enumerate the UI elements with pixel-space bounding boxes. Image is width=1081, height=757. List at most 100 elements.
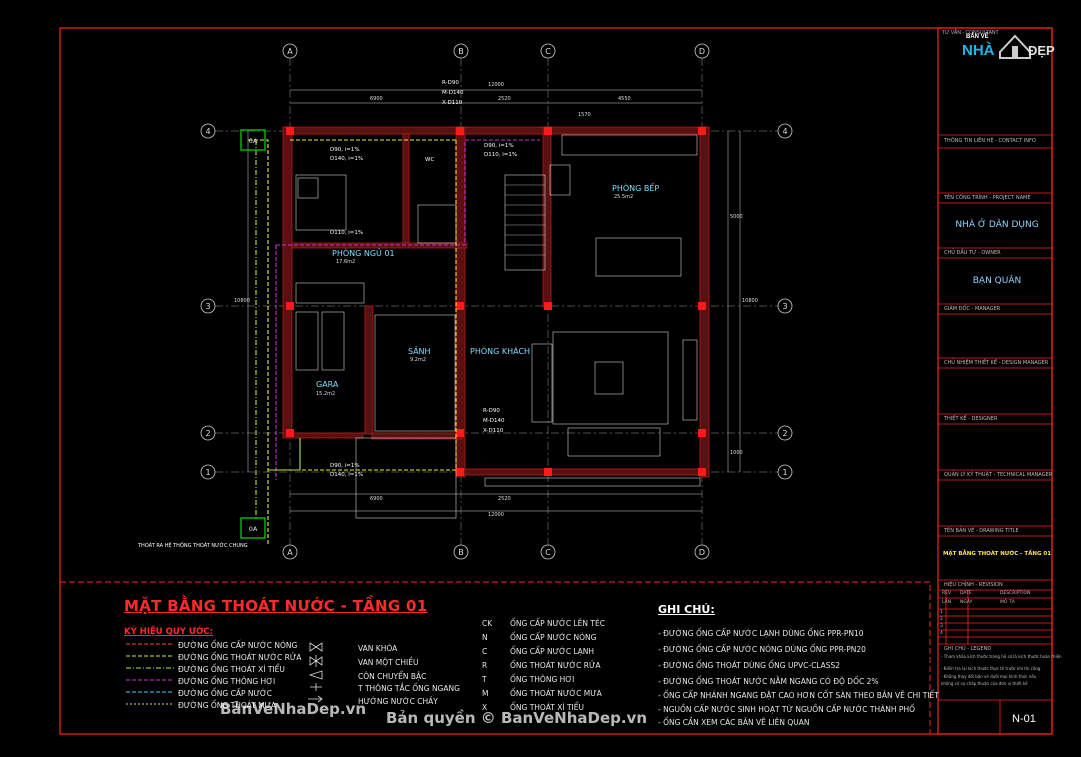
- tb-rev-row-3: 3: [940, 624, 943, 629]
- tb-rev-col-rev: REV: [942, 591, 952, 596]
- abbr-code-x: X: [482, 703, 488, 712]
- dim-bottom1: 6900: [370, 496, 383, 502]
- grid-label-1: 1: [205, 468, 210, 477]
- grid-label-3-right: 3: [782, 302, 787, 311]
- grid-label-2-right: 2: [782, 429, 787, 438]
- grid-label-b-bottom: B: [458, 548, 464, 557]
- grid-label-4: 4: [205, 127, 210, 136]
- logo-nha-text: NHÀ: [962, 42, 995, 59]
- abbr-desc-m: ỐNG THOÁT NƯỚC MƯA: [510, 689, 602, 698]
- pipe-label-m-mid: M-D140: [483, 418, 505, 424]
- legend-item-6: ĐƯỜNG ỐNG THOÁT MƯA: [178, 701, 277, 710]
- dim-right-b: 1000: [730, 450, 743, 456]
- pipe-outlet-note: THOÁT RA HỆ THỐNG THOÁT NƯỚC CHUNG: [138, 543, 248, 549]
- room-label-garage: GARA: [316, 380, 339, 389]
- dim-seg1: 6900: [370, 96, 383, 102]
- room-label-living: PHÒNG KHÁCH: [470, 347, 531, 356]
- grid-label-a-bottom: A: [287, 548, 293, 557]
- note-3: - ĐƯỜNG ỐNG THOÁT DÙNG ỐNG UPVC-CLASS2: [658, 661, 841, 670]
- room-label-toilet: WC: [425, 157, 435, 163]
- wall-left: [282, 126, 293, 438]
- tb-owner-label: CHỦ ĐẦU TƯ - OWNER: [944, 250, 1001, 256]
- abbr-desc-t: ỐNG THÔNG HƠI: [510, 675, 575, 684]
- tb-manager-label: GIÁM ĐỐC - MANAGER: [944, 306, 1001, 312]
- tb-note-2: - Kiểm tra lại kích thước thực tế trước …: [941, 666, 1041, 671]
- legend-symbol-icons: [308, 642, 323, 703]
- tb-rev-row-2: 2: [940, 617, 943, 622]
- pipe-label-d90-b: D90, i=1%: [484, 143, 514, 149]
- grid-label-4-right: 4: [782, 127, 787, 136]
- tb-consultant-label: TƯ VẤN - CONSULTANT: [942, 30, 999, 36]
- pipe-label-d110-b: D110, i=1%: [484, 152, 518, 158]
- abbr-code-r: R: [482, 661, 488, 670]
- pipe-label-r-mid: R-D90: [483, 408, 500, 414]
- manhole-top-label: 0A: [249, 137, 258, 145]
- abbr-code-t: T: [482, 675, 487, 684]
- tb-legend-label: GHI CHÚ - LEGEND: [944, 646, 992, 652]
- abbr-code-m: M: [482, 689, 489, 698]
- grid-label-3: 3: [205, 302, 210, 311]
- note-2: - ĐƯỜNG ỐNG CẤP NƯỚC NÓNG DÙNG ỐNG PPR-P…: [658, 645, 866, 654]
- brand-logo: [999, 34, 1031, 59]
- pipe-label-x-mid: X-D110: [483, 428, 504, 434]
- tb-note-1: - Tham khảo kích thước trong hồ sơ là kí…: [941, 654, 1062, 659]
- legend-frame: [59, 581, 931, 735]
- room-area-kitchen: 25.5m2: [614, 194, 634, 200]
- pipe-label-d140-c: D140, i=1%: [330, 472, 364, 478]
- room-label-hall: SẢNH: [408, 347, 431, 356]
- note-1: - ĐƯỜNG ỐNG CẤP NƯỚC LẠNH DÙNG ỐNG PPR-P…: [658, 629, 864, 638]
- pipe-label-d90-a: D90, i=1%: [330, 147, 360, 153]
- tb-rev-row-4: 4: [940, 631, 943, 636]
- legend-item-4: ĐƯỜNG ỐNG THÔNG HƠI: [178, 677, 276, 686]
- note-4: - ĐƯỜNG ỐNG THOÁT NƯỚC NẰM NGANG CÓ ĐỘ D…: [658, 677, 879, 686]
- abbr-code-ck: CK: [482, 619, 493, 628]
- abbr-desc-x: ỐNG THOÁT XÍ TIỂU: [510, 703, 584, 712]
- tb-designer-label: THIẾT KẾ - DESIGNER: [944, 416, 998, 422]
- tb-design-manager-label: CHỦ NHIỆM THIẾT KẾ - DESIGN MANAGER: [944, 360, 1049, 366]
- room-label-bedroom: PHÒNG NGỦ 01: [332, 249, 395, 258]
- abbr-desc-n: ỐNG CẤP NƯỚC NÓNG: [510, 633, 597, 642]
- tb-note-3: - Không thay đổi bản vẽ dưới mọi hình th…: [941, 674, 1037, 679]
- tb-project-name: NHÀ Ở DÂN DỤNG: [955, 220, 1039, 230]
- dim-right: 10800: [742, 298, 758, 304]
- tb-note-4: không có sự chấp thuận của đơn vị thiết …: [941, 681, 1028, 686]
- legend-title: MẶT BẰNG THOÁT NƯỚC - TẦNG 01: [124, 597, 428, 615]
- legend-symbol-1: VAN KHÓA: [358, 644, 398, 653]
- dim-left: 10800: [234, 298, 250, 304]
- grid-label-b: B: [458, 47, 464, 56]
- tb-contact-label: THÔNG TIN LIÊN HỆ - CONTACT INFO: [944, 138, 1036, 144]
- grid-label-2: 2: [205, 429, 210, 438]
- pipe-label-x-top: X-D110: [442, 100, 463, 106]
- legend-symbol-4: T THÔNG TẮC ỐNG NGANG: [358, 684, 460, 693]
- pipe-label-d90-c: D90, i=1%: [330, 463, 360, 469]
- legend-symbol-2: VAN MỘT CHIỀU: [358, 658, 419, 667]
- tb-rev-col-date: DATE: [960, 591, 972, 596]
- legend-panel: MẶT BẰNG THOÁT NƯỚC - TẦNG 01 KÝ HIỆU QU…: [60, 583, 939, 733]
- pipe-label-m-top: M-D140: [442, 90, 464, 96]
- watermark-copyright: Bản quyền © BanVeNhaDep.vn: [386, 709, 648, 727]
- legend-item-3: ĐƯỜNG ỐNG THOÁT XÍ TIỂU: [178, 665, 285, 674]
- room-area-bedroom: 17.6m2: [336, 259, 356, 265]
- grid-label-d: D: [699, 47, 705, 56]
- legend-symbol-3: CÔN CHUYỂN BẬC: [358, 672, 427, 681]
- legend-line-samples: [126, 643, 174, 705]
- legend-symbol-5: HƯỚNG NƯỚC CHẢY: [358, 697, 438, 706]
- note-7: - ỐNG CẦN XEM CÁC BẢN VẼ LIÊN QUAN: [658, 718, 810, 727]
- grid-label-c: C: [545, 47, 551, 56]
- grid-label-d-bottom: D: [699, 548, 705, 557]
- abbr-desc-r: ỐNG THOÁT NƯỚC RỬA: [510, 661, 601, 670]
- manhole-bottom-label: 0A: [249, 525, 258, 533]
- wall-mid-c: [542, 126, 552, 308]
- room-area-hall: 9.2m2: [410, 357, 427, 363]
- tb-rev-row-1: 1: [940, 610, 943, 615]
- dim-total-bottom: 12000: [488, 512, 504, 518]
- tb-drawing-title: MẶT BẰNG THOÁT NƯỚC - TẦNG 01: [942, 551, 1052, 557]
- legend-item-1: ĐƯỜNG ỐNG CẤP NƯỚC NÓNG: [178, 641, 298, 650]
- grid-label-c-bottom: C: [545, 548, 551, 557]
- watermark-left: BảnVeNhaDep.vn: [220, 700, 367, 718]
- pipe-label-d140-a: D140, i=1%: [330, 156, 364, 162]
- grid-label-a: A: [287, 47, 293, 56]
- tb-technical-label: QUẢN LÝ KỸ THUẬT - TECHNICAL MANAGER: [944, 472, 1053, 478]
- logo-dep-text: ĐẸP: [1028, 43, 1055, 58]
